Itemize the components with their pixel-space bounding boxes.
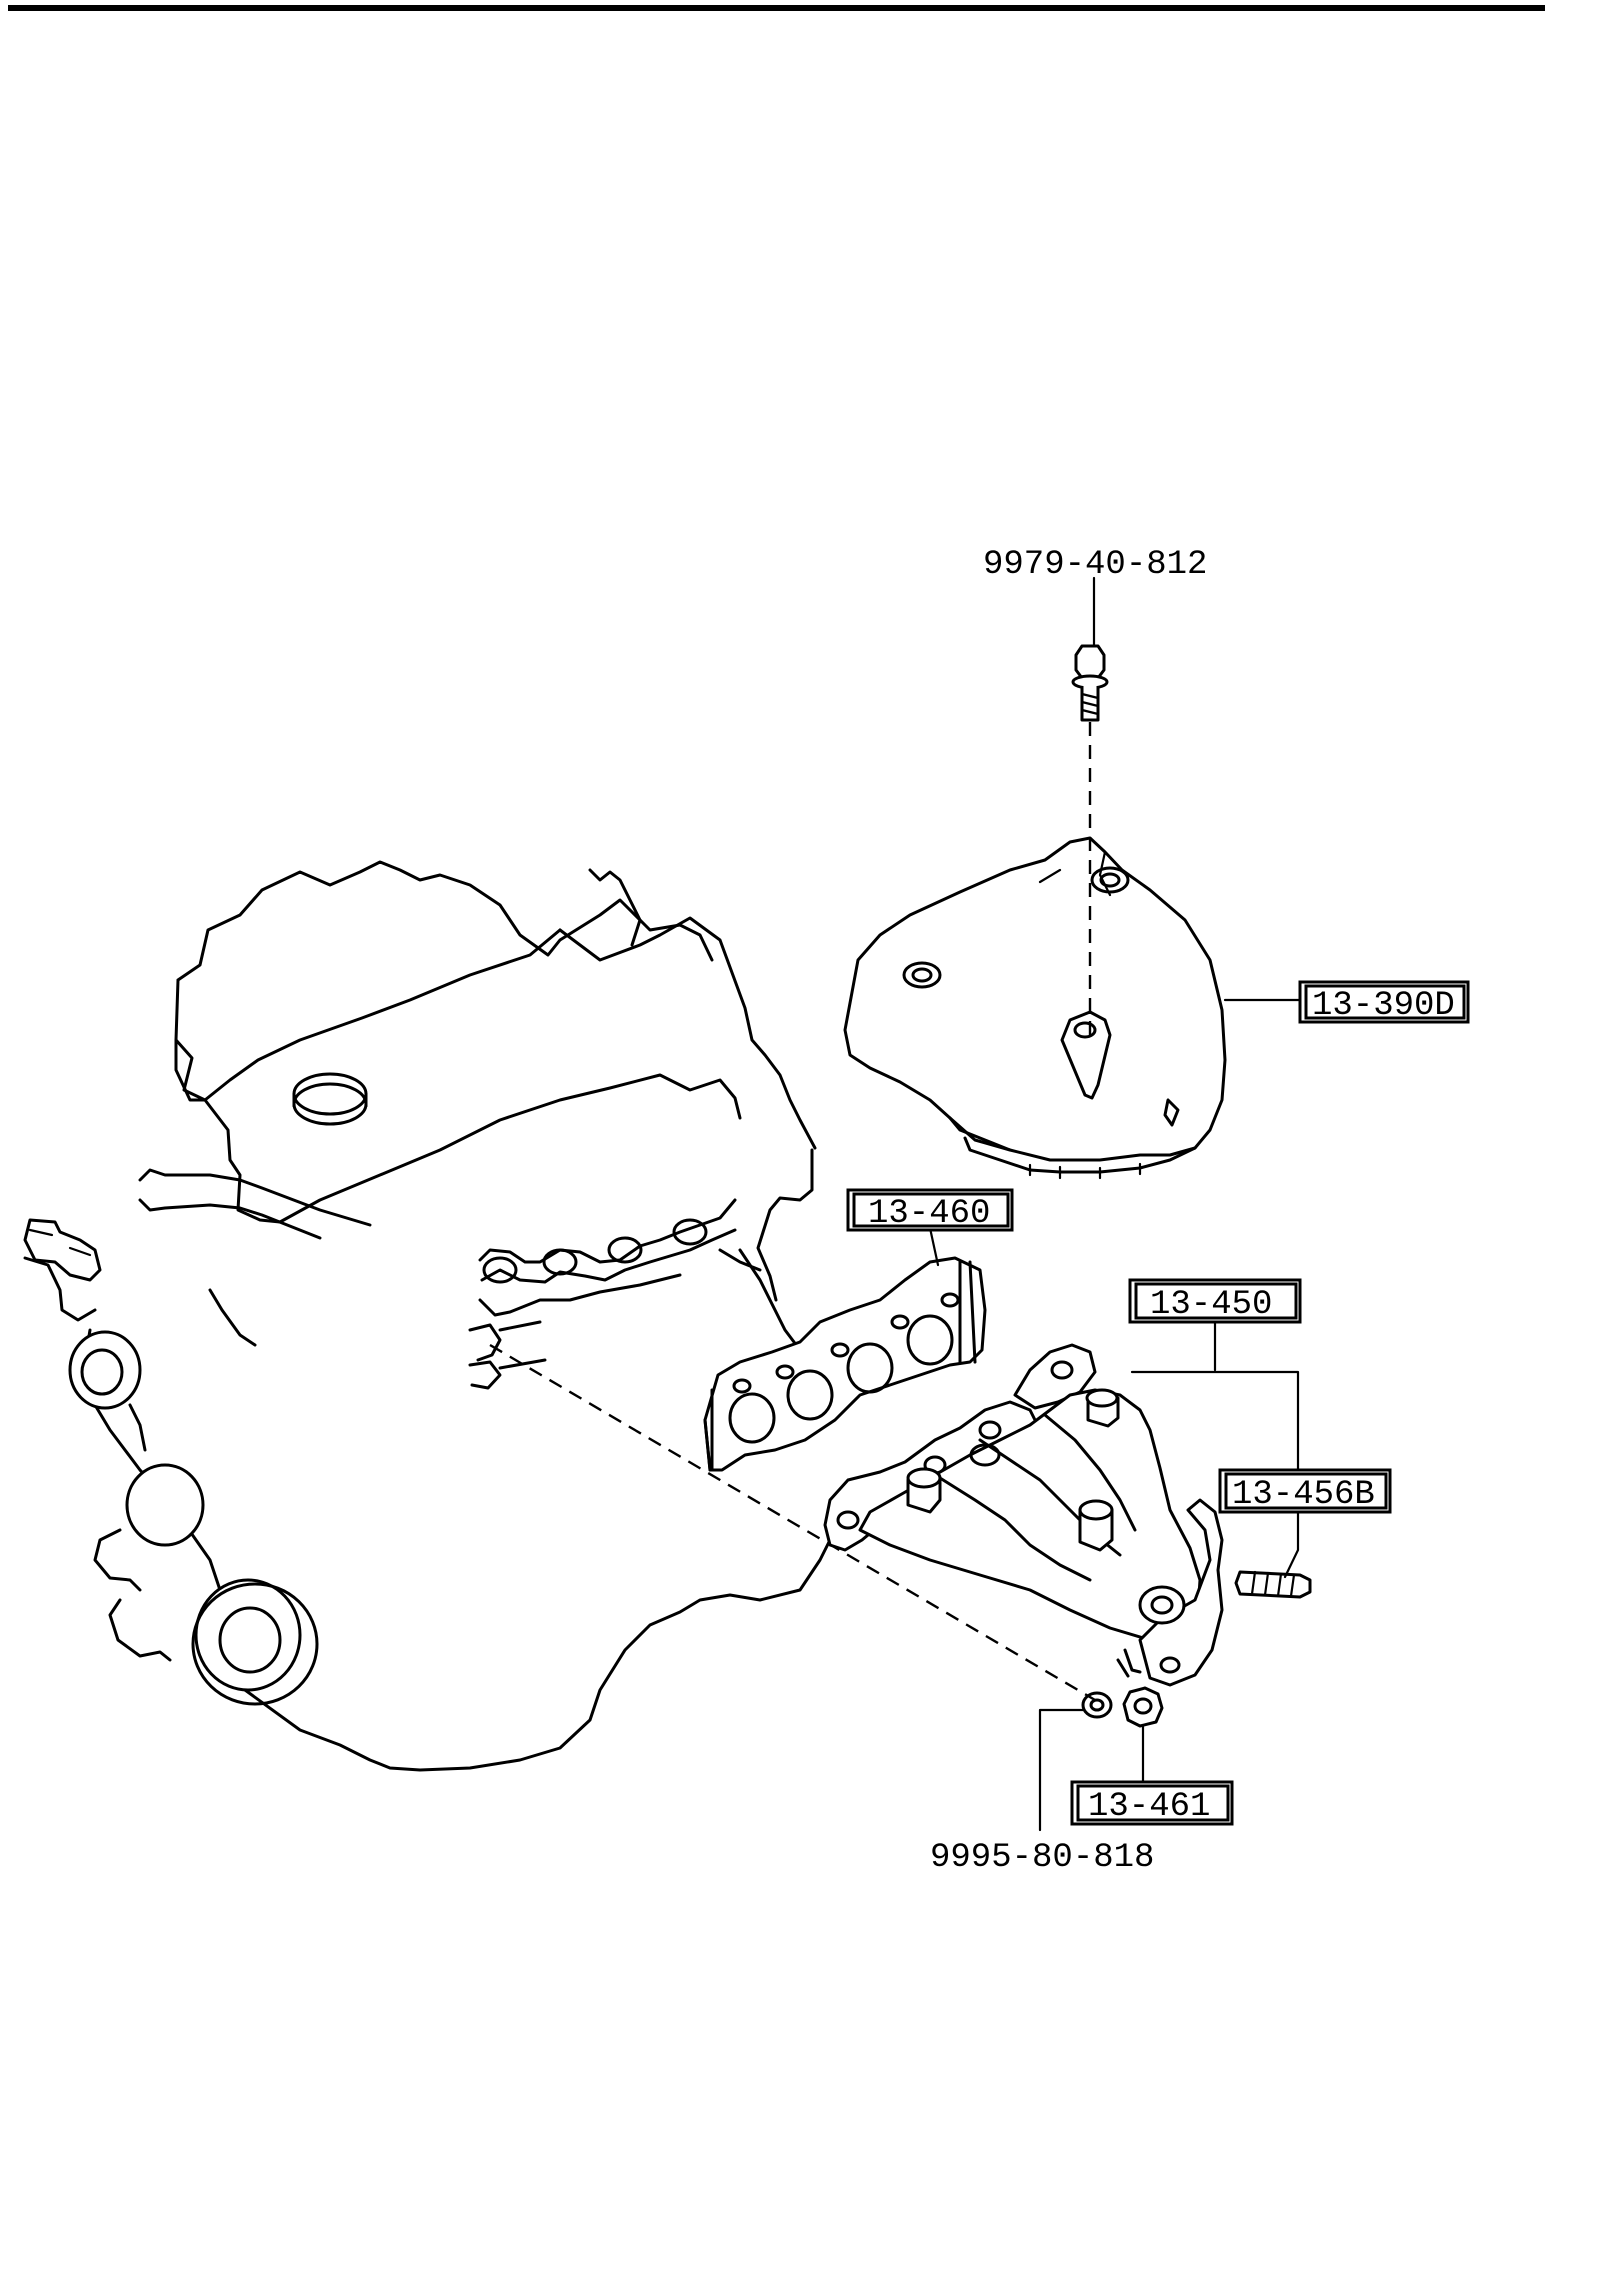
label-nut: 13-461 xyxy=(1088,1788,1210,1826)
exhaust-manifold-part xyxy=(823,1343,1224,1687)
leader-lines xyxy=(928,576,1302,1832)
label-bolt: 9979-40-812 xyxy=(983,546,1207,584)
label-gasket: 13-460 xyxy=(868,1195,990,1233)
assembly-lines xyxy=(489,722,1096,1702)
stud-part xyxy=(1234,1570,1312,1599)
engine-block-drawing xyxy=(23,860,832,1772)
heat-insulator-part xyxy=(843,836,1227,1180)
label-washer: 9995-80-818 xyxy=(930,1839,1154,1877)
bolt-part xyxy=(1071,644,1109,722)
label-stud: 13-456B xyxy=(1232,1476,1375,1514)
washer-part xyxy=(1081,1691,1113,1719)
nut-part xyxy=(1122,1686,1164,1728)
label-manifold: 13-450 xyxy=(1150,1286,1272,1324)
gasket-part xyxy=(703,1256,987,1472)
label-heat-insulator: 13-390D xyxy=(1312,987,1455,1025)
part-labels: 9979-40-812 13-390D 13-460 13-450 13-456… xyxy=(846,546,1470,1877)
